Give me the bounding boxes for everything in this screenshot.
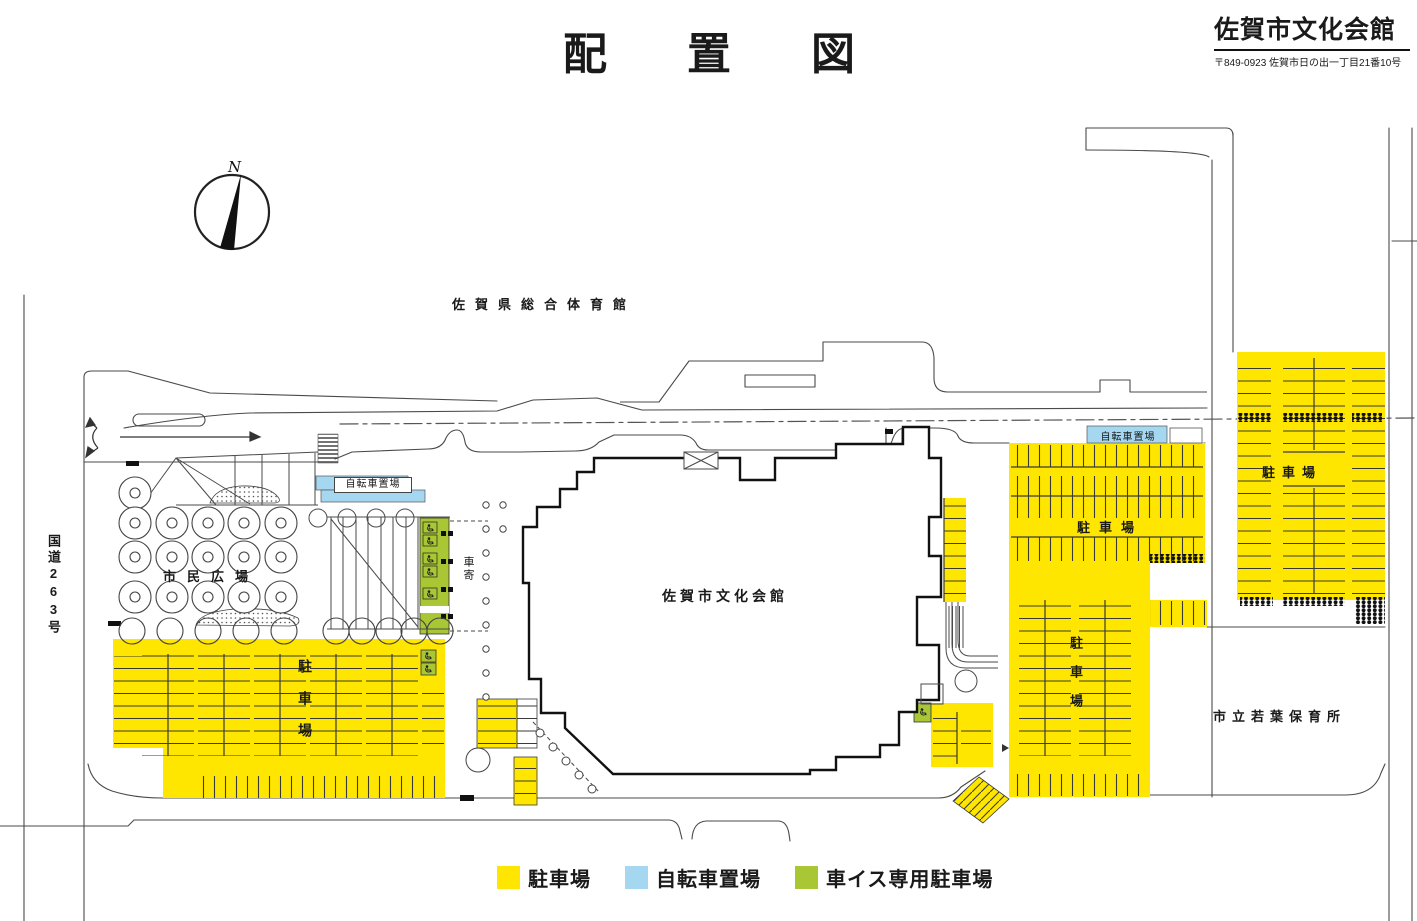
car-porch-label: 車寄 — [462, 556, 474, 582]
wheelchair-parking-sw — [420, 649, 437, 676]
compass-needle-icon — [220, 174, 241, 250]
parking-far-east-label: 駐車場 — [1262, 465, 1323, 480]
wheelchair-parking-strip — [419, 517, 453, 635]
tree-row — [118, 617, 454, 645]
legend-item-bicycle: 自転車置場 — [625, 863, 761, 892]
parking-east-lower-label: 駐車場 — [1068, 636, 1083, 723]
legend-label-parking: 駐車場 — [528, 869, 591, 891]
civic-plaza-label: 市民広場 — [163, 569, 260, 584]
hedge-row — [1283, 597, 1345, 606]
hedge-block — [1355, 597, 1385, 624]
bicycle-parking-north-label: 自転車置場 — [1100, 432, 1156, 443]
plaza-structure — [149, 451, 319, 506]
legend-label-wheelchair: 車イス専用駐車場 — [826, 869, 994, 891]
legend-item-parking: 駐車場 — [497, 863, 591, 892]
parking-east-upper-label: 駐車場 — [1077, 520, 1144, 535]
bicycle-parking-west-label: 自転車置場 — [334, 477, 412, 493]
hedge-row — [1352, 413, 1382, 422]
gymnasium-outline — [620, 341, 1207, 403]
org-address: 〒849-0923 佐賀市日の出一丁目21番10号 — [1214, 58, 1402, 69]
tick-marks — [441, 531, 453, 619]
wheelchair-swatch — [795, 866, 818, 889]
hedge-row — [1283, 413, 1345, 422]
main-building-outline — [521, 425, 943, 776]
planting-bed — [209, 485, 280, 504]
hedge-row — [1238, 413, 1271, 422]
parking-southwest-label: 駐車場 — [297, 659, 313, 755]
org-name: 佐賀市文化会館 — [1214, 10, 1410, 51]
traffic-island — [132, 413, 206, 427]
parking-area-southeast-of-building — [913, 702, 993, 767]
nursery-label: 市立若葉保育所 — [1213, 709, 1347, 724]
crosswalk — [317, 433, 339, 464]
diagonal-parking-strip — [952, 776, 1010, 824]
legend-item-wheelchair: 車イス専用駐車場 — [795, 863, 993, 892]
entry-arrow-icon — [1002, 744, 1009, 752]
southeast-stair-feature — [920, 602, 998, 705]
bicycle-area-north — [1086, 425, 1203, 444]
org-header: 佐賀市文化会館 〒849-0923 佐賀市日の出一丁目21番10号 — [1214, 10, 1410, 69]
national-route-label: 国道263号 — [46, 534, 61, 636]
parking-lot-southwest — [113, 639, 445, 798]
service-box — [683, 451, 719, 470]
civic-plaza — [118, 451, 454, 645]
hedge-row — [1150, 554, 1205, 563]
road-arrows — [84, 416, 262, 459]
gate-marks — [108, 429, 893, 801]
hedge-row — [1240, 597, 1273, 606]
parking-swatch — [497, 866, 520, 889]
compass: N — [193, 158, 271, 251]
entrance-court — [465, 501, 601, 794]
parking-boxes-southwest-of-building — [476, 698, 538, 806]
bicycle-swatch — [625, 866, 648, 889]
gymnasium-label: 佐賀県総合体育館 — [452, 297, 637, 312]
page-title: 配置図 — [563, 30, 935, 79]
parking-strip-east-of-building — [943, 498, 966, 602]
main-building-label: 佐賀市文化会館 — [662, 588, 788, 604]
parking-lot-far-east — [1237, 352, 1385, 624]
legend-label-bicycle: 自転車置場 — [656, 869, 761, 891]
legend: 駐車場 自転車置場 車イス専用駐車場 — [497, 863, 1027, 892]
covered-walkway — [308, 508, 488, 632]
compass-north-label: N — [227, 158, 242, 176]
road-network — [0, 127, 1417, 921]
parking-lot-east — [1002, 443, 1207, 797]
plaza-trees — [118, 476, 298, 614]
